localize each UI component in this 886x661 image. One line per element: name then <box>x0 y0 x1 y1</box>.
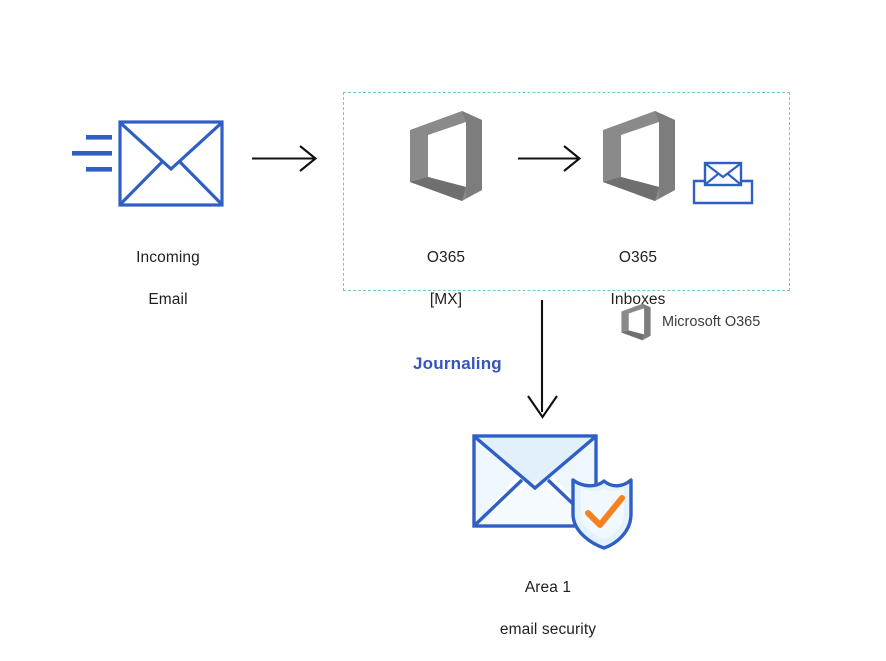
envelope-fold-right <box>178 160 223 205</box>
label-area1-line1: Area 1 <box>524 579 572 596</box>
office-logo-shadow <box>410 177 466 201</box>
motion-line-middle <box>72 151 112 156</box>
legend-microsoft-o365: Microsoft O365 <box>619 303 760 341</box>
motion-line-top <box>86 135 112 140</box>
office-logo-side <box>642 303 651 339</box>
office-365-logo-icon <box>621 303 651 341</box>
arrow-head <box>527 395 558 419</box>
node-o365-mx <box>404 110 488 202</box>
a1-envelope-flap <box>474 436 596 491</box>
office-365-logo-icon <box>603 111 675 201</box>
node-o365-inboxes <box>597 110 681 202</box>
tray-envelope-body <box>703 161 743 187</box>
office-logo-page <box>428 122 466 187</box>
arrow-head <box>299 145 318 172</box>
office-logo-page <box>628 308 645 335</box>
tray-envelope-flap <box>704 162 742 179</box>
inbox-tray-envelope-icon <box>692 161 754 205</box>
legend-label: Microsoft O365 <box>662 314 761 330</box>
node-incoming-email <box>70 118 230 210</box>
label-o365-mx-line1: O365 <box>426 249 466 266</box>
label-o365-mx-line2: [MX] <box>429 291 463 308</box>
a1-envelope-fold-left <box>474 478 524 526</box>
arrow-incoming-to-mx <box>252 143 322 175</box>
node-area1-email-security <box>470 432 636 550</box>
arrow-head <box>563 145 582 172</box>
arrow-inboxes-to-area1 <box>520 300 566 422</box>
envelope-with-motion-lines-icon <box>72 120 224 207</box>
label-area1-email-security: Area 1 email security <box>458 556 638 661</box>
envelope-flap <box>119 122 223 172</box>
envelope-with-shield-check-icon <box>472 434 633 550</box>
envelope-fold-left <box>119 160 164 205</box>
tray-envelope-fold-left <box>704 173 719 186</box>
label-o365-inboxes-line2: Inboxes <box>610 291 666 308</box>
label-o365-inboxes-line1: O365 <box>618 249 658 266</box>
label-area1-line2: email security <box>499 621 597 638</box>
office-logo-side <box>462 111 482 198</box>
label-o365-mx: O365 [MX] <box>381 226 511 331</box>
label-o365-inboxes: O365 Inboxes <box>573 226 703 331</box>
connector-label-journaling: Journaling <box>413 354 502 373</box>
label-incoming-email: Incoming Email <box>88 226 248 331</box>
a1-check-icon <box>585 495 625 528</box>
office-logo-side <box>655 111 675 198</box>
o365-boundary-group <box>343 92 790 291</box>
icon-inbox-tray <box>692 160 754 206</box>
motion-line-bottom <box>86 167 112 172</box>
a1-envelope-bottom-fill <box>476 479 594 524</box>
label-incoming-email-line1: Incoming <box>136 249 200 266</box>
office-logo-page <box>621 122 659 187</box>
office-logo-shadow <box>603 177 659 201</box>
a1-envelope-top-fill <box>476 438 594 488</box>
a1-envelope-left-fill <box>476 438 518 524</box>
a1-shield-inner <box>581 487 624 539</box>
tray-envelope-fold-right <box>727 173 742 186</box>
label-incoming-email-line2: Email <box>148 291 188 308</box>
envelope-body <box>118 120 224 207</box>
arrow-mx-to-inboxes <box>518 143 586 175</box>
office-logo-shadow <box>621 330 645 341</box>
office-365-logo-icon <box>410 111 482 201</box>
